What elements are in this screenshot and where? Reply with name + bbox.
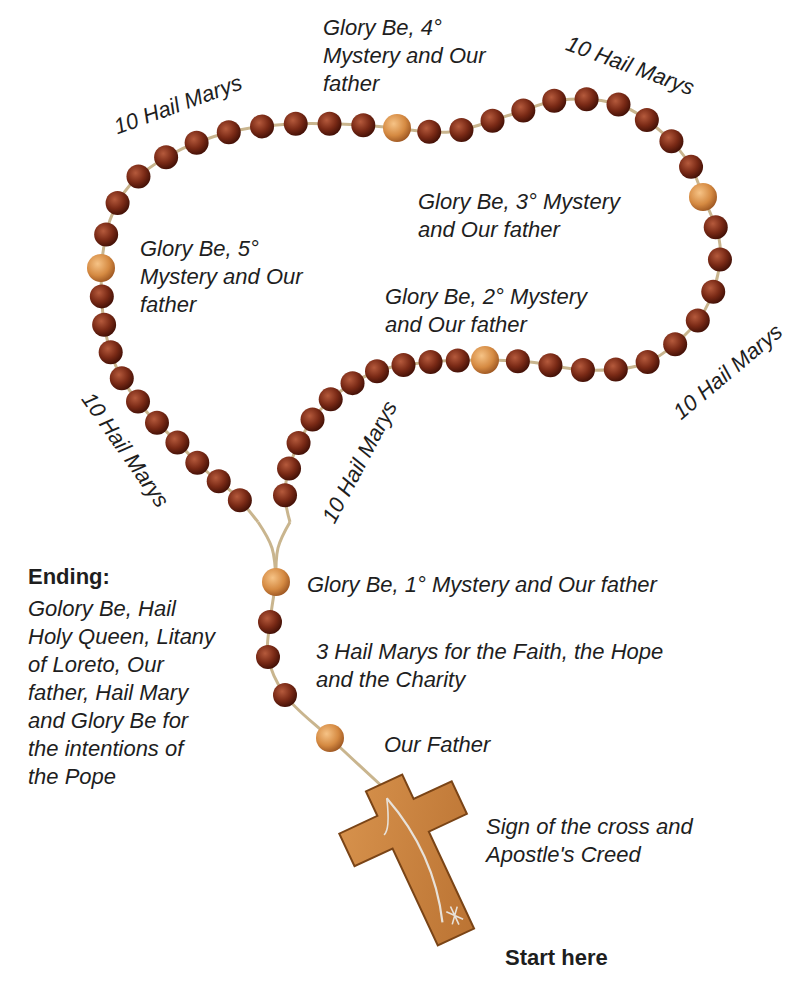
hail-mary-bead — [635, 108, 659, 132]
hail-mary-bead — [273, 483, 297, 507]
cross-engraving — [385, 794, 453, 922]
our-father-bead — [471, 346, 499, 374]
hail-mary-bead — [273, 683, 297, 707]
hail-mary-bead — [90, 284, 114, 308]
hail-mary-bead — [417, 120, 441, 144]
prayer-label: Glory Be, 1° Mystery and Our father — [307, 571, 787, 599]
prayer-label: Glory Be, 5° Mystery and Our father — [140, 235, 330, 319]
prayer-label: 3 Hail Marys for the Faith, the Hope and… — [316, 638, 666, 694]
hail-mary-bead — [704, 215, 728, 239]
hail-mary-bead — [419, 350, 443, 374]
prayer-label: Glory Be, 2° Mystery and Our father — [385, 283, 625, 339]
hail-mary-bead — [277, 456, 301, 480]
hail-mary-bead — [481, 109, 505, 133]
hail-mary-bead — [284, 112, 308, 136]
hail-mary-bead — [185, 131, 209, 155]
cord-group — [101, 99, 720, 790]
hail-mary-bead — [365, 359, 389, 383]
hail-mary-bead — [701, 280, 725, 304]
hail-mary-bead — [511, 99, 535, 123]
our-father-bead — [87, 254, 115, 282]
hail-mary-bead — [708, 248, 732, 272]
hail-mary-bead — [604, 358, 628, 382]
prayer-label: 10 Hail Marys — [75, 387, 175, 513]
hail-mary-bead — [506, 349, 530, 373]
hail-mary-bead — [341, 371, 365, 395]
prayer-label: Glory Be, 4° Mystery and Our father — [323, 14, 518, 98]
bead-group — [87, 87, 732, 752]
hail-mary-bead — [542, 89, 566, 113]
hail-mary-bead — [607, 92, 631, 116]
cross-engraving — [370, 798, 400, 835]
heading-label: Ending: — [28, 563, 228, 591]
hail-mary-bead — [636, 350, 660, 374]
hail-mary-bead — [679, 155, 703, 179]
heading-label: Start here — [505, 944, 705, 972]
hail-mary-bead — [258, 610, 282, 634]
hail-mary-bead — [106, 191, 130, 215]
hail-mary-bead — [217, 120, 241, 144]
prayer-label: Sign of the cross and Apostle's Creed — [486, 813, 746, 869]
hail-mary-bead — [185, 451, 209, 475]
hail-mary-bead — [301, 408, 325, 432]
hail-mary-bead — [659, 129, 683, 153]
hail-mary-bead — [351, 113, 375, 137]
hail-mary-bead — [391, 353, 415, 377]
our-father-bead — [689, 183, 717, 211]
prayer-label: Our Father — [384, 731, 584, 759]
our-father-bead — [262, 568, 290, 596]
hail-mary-bead — [446, 348, 470, 372]
hail-mary-bead — [686, 309, 710, 333]
our-father-bead — [316, 724, 344, 752]
hail-mary-bead — [145, 411, 169, 435]
hail-mary-bead — [154, 145, 178, 169]
cross-engraving — [445, 904, 464, 927]
hail-mary-bead — [94, 223, 118, 247]
hail-mary-bead — [207, 469, 231, 493]
hail-mary-bead — [319, 387, 343, 411]
hail-mary-bead — [250, 114, 274, 138]
cord — [397, 99, 703, 197]
prayer-label: 10 Hail Marys — [316, 396, 404, 528]
cross — [328, 757, 512, 963]
hail-mary-bead — [126, 165, 150, 189]
hail-mary-bead — [449, 118, 473, 142]
our-father-bead — [383, 114, 411, 142]
hail-mary-bead — [571, 358, 595, 382]
prayer-label: Golory Be, Hail Holy Queen, Litany of Lo… — [28, 595, 220, 791]
hail-mary-bead — [228, 488, 252, 512]
hail-mary-bead — [538, 353, 562, 377]
hail-mary-bead — [92, 313, 116, 337]
hail-mary-bead — [575, 87, 599, 111]
cross-body — [328, 757, 512, 963]
hail-mary-bead — [99, 340, 123, 364]
prayer-label: Glory Be, 3° Mystery and Our father — [418, 188, 658, 244]
hail-mary-bead — [126, 390, 150, 414]
hail-mary-bead — [318, 112, 342, 136]
hail-mary-bead — [165, 430, 189, 454]
hail-mary-bead — [287, 431, 311, 455]
hail-mary-bead — [110, 366, 134, 390]
hail-mary-bead — [256, 645, 280, 669]
hail-mary-bead — [663, 332, 687, 356]
